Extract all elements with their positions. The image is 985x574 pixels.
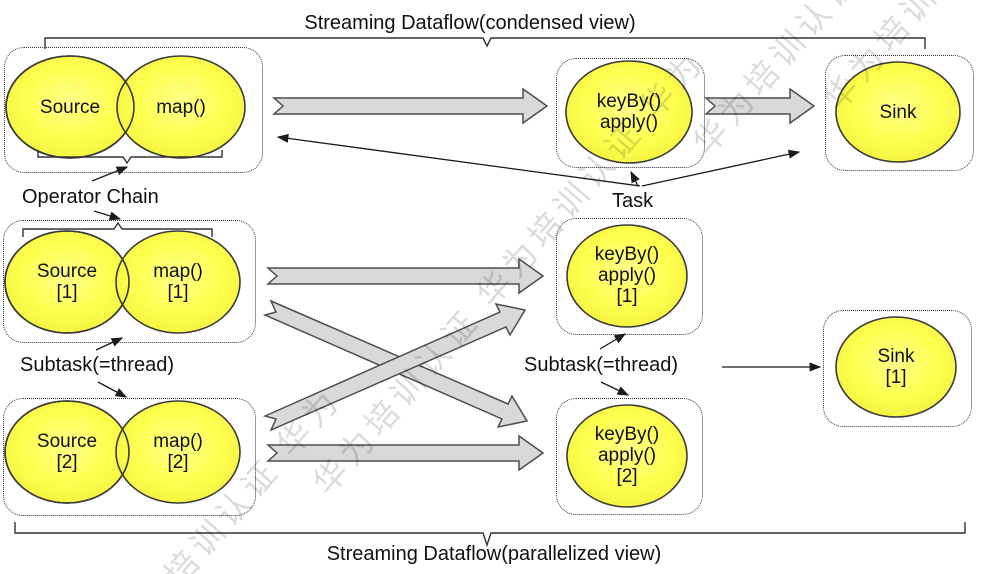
node-line: Source	[36, 261, 98, 282]
title-condensed-view: Streaming Dataflow(condensed view)	[304, 12, 636, 34]
node-line: Sink	[877, 346, 915, 367]
node-keyby-condensed	[565, 60, 693, 164]
node-sink-condensed	[835, 61, 961, 163]
brace-operator-chain-condensed	[37, 150, 223, 165]
node-line: map()	[156, 97, 206, 118]
node-line: keyBy()	[596, 91, 662, 112]
node-keyby-2	[566, 404, 688, 508]
node-line: apply()	[599, 112, 659, 133]
flow-arrow-source2-to-keyby1	[262, 302, 527, 432]
subtask-left-pointer-down	[97, 381, 128, 398]
flow-arrow-condensed-source-to-keyby	[272, 87, 549, 125]
node-line: map()	[153, 261, 203, 282]
node-line: [1]	[56, 282, 78, 303]
node-source-condensed-outline	[5, 55, 135, 159]
node-text-map-1: map()[1]	[114, 261, 242, 303]
task-pointer-to-source-map-box	[276, 133, 641, 187]
node-text-source-1: Source[1]	[3, 261, 131, 303]
node-line: [1]	[167, 282, 189, 303]
node-line: keyBy()	[594, 244, 660, 265]
node-text-keyby-condensed: keyBy()apply()	[565, 91, 693, 133]
label-operator-chain: Operator Chain	[22, 186, 159, 208]
node-sink-1	[835, 316, 957, 418]
node-line: [2]	[56, 452, 78, 473]
bracket-parallelized-view	[14, 522, 966, 548]
node-map-1	[115, 230, 241, 334]
node-map-condensed	[116, 55, 246, 159]
node-line: [2]	[167, 452, 189, 473]
node-source-2-outline	[4, 400, 130, 504]
operator-chain-pointer-up	[91, 166, 129, 182]
node-source-1-outline	[4, 230, 130, 334]
label-subtask-middle: Subtask(=thread)	[524, 354, 678, 376]
node-line: Source	[39, 97, 101, 118]
task-pointer-to-keyby-box	[630, 170, 640, 187]
node-line: Sink	[879, 102, 917, 123]
node-line: [1]	[885, 367, 907, 388]
title-parallelized-view: Streaming Dataflow(parallelized view)	[326, 543, 662, 565]
flow-arrow-source1-to-keyby1	[266, 257, 545, 295]
subtask-middle-pointer-down	[600, 381, 630, 396]
flow-arrow-condensed-keyby-to-sink	[704, 87, 816, 125]
brace-operator-chain-parallel	[22, 221, 213, 237]
task-pointer-to-sink-box	[641, 149, 801, 187]
subtask-left-pointer-up	[95, 337, 124, 351]
node-line: [2]	[616, 466, 638, 487]
node-line: apply()	[597, 265, 657, 286]
node-map-2	[115, 400, 241, 504]
node-text-map-condensed: map()	[117, 97, 245, 118]
node-text-source-2: Source[2]	[3, 431, 131, 473]
node-text-map-2: map()[2]	[114, 431, 242, 473]
label-subtask-left: Subtask(=thread)	[20, 354, 174, 376]
node-text-keyby-2: keyBy()apply()[2]	[563, 424, 691, 487]
node-text-sink-1: Sink[1]	[832, 346, 960, 388]
subtask-middle-pointer-up	[599, 333, 627, 350]
node-line: map()	[153, 431, 203, 452]
node-text-keyby-1: keyBy()apply()[1]	[563, 244, 691, 307]
node-line: [1]	[616, 286, 638, 307]
node-line: Source	[36, 431, 98, 452]
flow-arrow-source2-to-keyby2	[266, 434, 545, 472]
operator-chain-pointer-down	[93, 210, 122, 221]
node-line: apply()	[597, 445, 657, 466]
node-text-source-condensed: Source	[6, 97, 134, 118]
bracket-condensed-view	[44, 37, 926, 49]
node-keyby-1	[566, 224, 688, 328]
label-task: Task	[612, 190, 654, 212]
node-text-sink-condensed: Sink	[834, 102, 962, 123]
node-line: keyBy()	[594, 424, 660, 445]
